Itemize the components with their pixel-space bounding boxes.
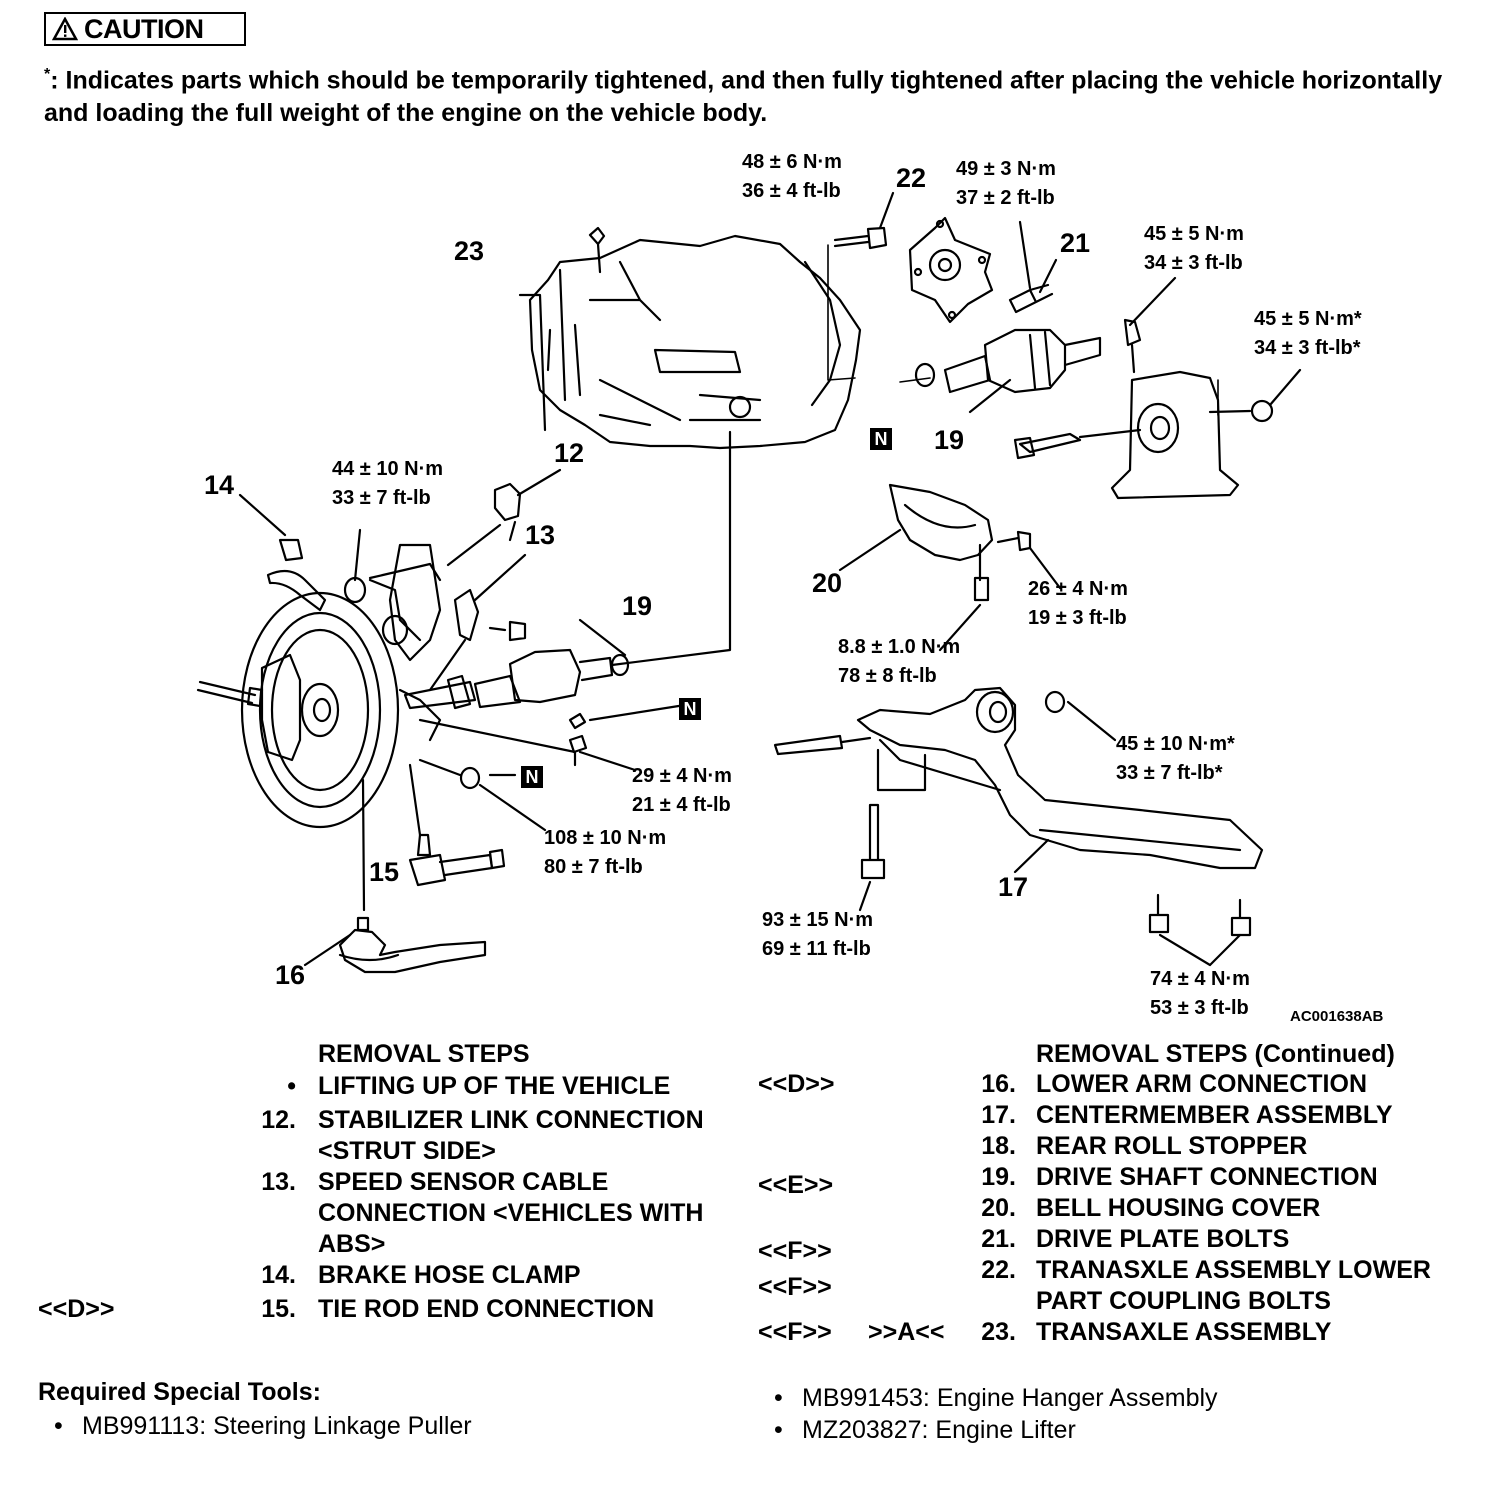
callout-23: 23 — [454, 236, 485, 266]
callout-19-lower: 19 — [622, 591, 653, 621]
service-point-tag: <<E>> — [758, 1171, 834, 1199]
brake-hose-clamp-shape — [238, 493, 327, 612]
removal-step-text: LOWER ARM CONNECTION — [1036, 1070, 1367, 1098]
removal-step-number: • — [287, 1072, 296, 1100]
removal-step-number: 13. — [261, 1168, 296, 1196]
removal-step-text: TRANASXLE ASSEMBLY LOWER — [1036, 1256, 1431, 1284]
removal-step-number: 21. — [981, 1225, 1016, 1253]
removal-step-number: 23. — [981, 1318, 1016, 1346]
special-tool-bullet: • — [54, 1412, 63, 1440]
removal-step-number: 19. — [981, 1163, 1016, 1191]
torque-17-nut: 45 ± 10 N·m*33 ± 7 ft-lb* — [1116, 733, 1235, 784]
removal-step-number: 20. — [981, 1194, 1016, 1222]
removal-step-text: DRIVE SHAFT CONNECTION — [1036, 1163, 1378, 1191]
warning-triangle-icon — [52, 17, 78, 41]
removal-step-text: <STRUT SIDE> — [318, 1137, 496, 1165]
non-reusable-marker: N — [521, 766, 543, 788]
removal-step-text: BELL HOUSING COVER — [1036, 1194, 1321, 1222]
centermember-shape — [773, 686, 1264, 967]
alignment-lines — [827, 244, 1219, 416]
bell-housing-cover-shape — [838, 483, 1062, 652]
special-tools-heading: Required Special Tools: — [38, 1378, 321, 1406]
installation-point-tag: >>A<< — [868, 1318, 945, 1346]
exploded-view-drawing — [196, 191, 1302, 974]
tie-rod-end-shape — [408, 763, 506, 887]
removal-step-text: PART COUPLING BOLTS — [1036, 1287, 1331, 1315]
special-tool-item: MB991113: Steering Linkage Puller — [82, 1412, 472, 1440]
removal-step-number: 22. — [981, 1256, 1016, 1284]
callout-14: 14 — [204, 470, 235, 500]
removal-steps-continued-heading: REMOVAL STEPS (Continued) — [1036, 1040, 1395, 1068]
caution-note-text: : Indicates parts which should be tempor… — [44, 66, 1443, 128]
removal-step-text: REAR ROLL STOPPER — [1036, 1132, 1308, 1160]
callout-12: 12 — [554, 438, 585, 468]
bolt-21-shape — [1008, 220, 1058, 314]
callout-20: 20 — [812, 568, 843, 598]
note-asterisk: * — [44, 66, 51, 83]
special-tool-bullet: • — [774, 1416, 783, 1444]
stabilizer-link-shape — [343, 468, 562, 604]
service-point-tag: <<D>> — [38, 1295, 115, 1323]
non-reusable-marker: N — [870, 428, 892, 450]
caution-title: CAUTION — [84, 13, 204, 44]
drive-shaft-lower-shape — [403, 430, 732, 832]
callout-16: 16 — [275, 960, 306, 990]
callout-19-upper: 19 — [934, 425, 965, 455]
removal-step-text: LIFTING UP OF THE VEHICLE — [318, 1072, 671, 1100]
callout-15: 15 — [369, 857, 400, 887]
removal-step-number: 17. — [981, 1101, 1016, 1129]
removal-step-text: TRANSAXLE ASSEMBLY — [1036, 1318, 1332, 1346]
bolt-22-shape — [833, 191, 895, 250]
removal-step-text: DRIVE PLATE BOLTS — [1036, 1225, 1290, 1253]
callout-17: 17 — [998, 872, 1029, 902]
service-point-tag: <<F>> — [758, 1318, 832, 1346]
special-tool-bullet: • — [774, 1384, 783, 1412]
removal-step-text: ABS> — [318, 1230, 386, 1258]
figure-code: AC001638AB — [1290, 1008, 1384, 1025]
removal-step-text: CONNECTION <VEHICLES WITH — [318, 1199, 704, 1227]
removal-step-text: STABILIZER LINK CONNECTION — [318, 1106, 704, 1134]
lower-arm-shape — [303, 778, 487, 974]
speed-sensor-shape — [428, 553, 527, 692]
drive-plate-shape — [908, 216, 994, 324]
caution-box: CAUTION — [44, 12, 246, 46]
special-tool-item: MZ203827: Engine Lifter — [802, 1416, 1076, 1444]
removal-step-text: BRAKE HOSE CLAMP — [318, 1261, 581, 1289]
service-point-tag: <<D>> — [758, 1070, 835, 1098]
removal-step-text: SPEED SENSOR CABLE — [318, 1168, 609, 1196]
transaxle-assembly-shape — [518, 226, 862, 450]
removal-steps-heading: REMOVAL STEPS — [318, 1040, 530, 1068]
special-tool-item: MB991453: Engine Hanger Assembly — [802, 1384, 1218, 1412]
callout-13: 13 — [525, 520, 556, 550]
removal-step-number: 15. — [261, 1295, 296, 1323]
knuckle-and-disc-shape — [196, 543, 442, 829]
removal-step-number: 18. — [981, 1132, 1016, 1160]
removal-step-text: CENTERMEMBER ASSEMBLY — [1036, 1101, 1393, 1129]
removal-step-text: TIE ROD END CONNECTION — [318, 1295, 655, 1323]
service-point-tag: <<F>> — [758, 1237, 832, 1265]
drive-shaft-upper-shape — [914, 328, 1102, 414]
removal-step-number: 16. — [981, 1070, 1016, 1098]
caution-note: *: Indicates parts which should be tempo… — [44, 58, 1464, 130]
removal-step-number: 12. — [261, 1106, 296, 1134]
non-reusable-marker: N — [679, 698, 701, 720]
service-point-tag: <<F>> — [758, 1273, 832, 1301]
callout-21: 21 — [1060, 228, 1091, 258]
callout-22: 22 — [896, 163, 927, 193]
torque-roll-stopper-nut: 45 ± 5 N·m*34 ± 3 ft-lb* — [1254, 308, 1362, 359]
removal-step-number: 14. — [261, 1261, 296, 1289]
